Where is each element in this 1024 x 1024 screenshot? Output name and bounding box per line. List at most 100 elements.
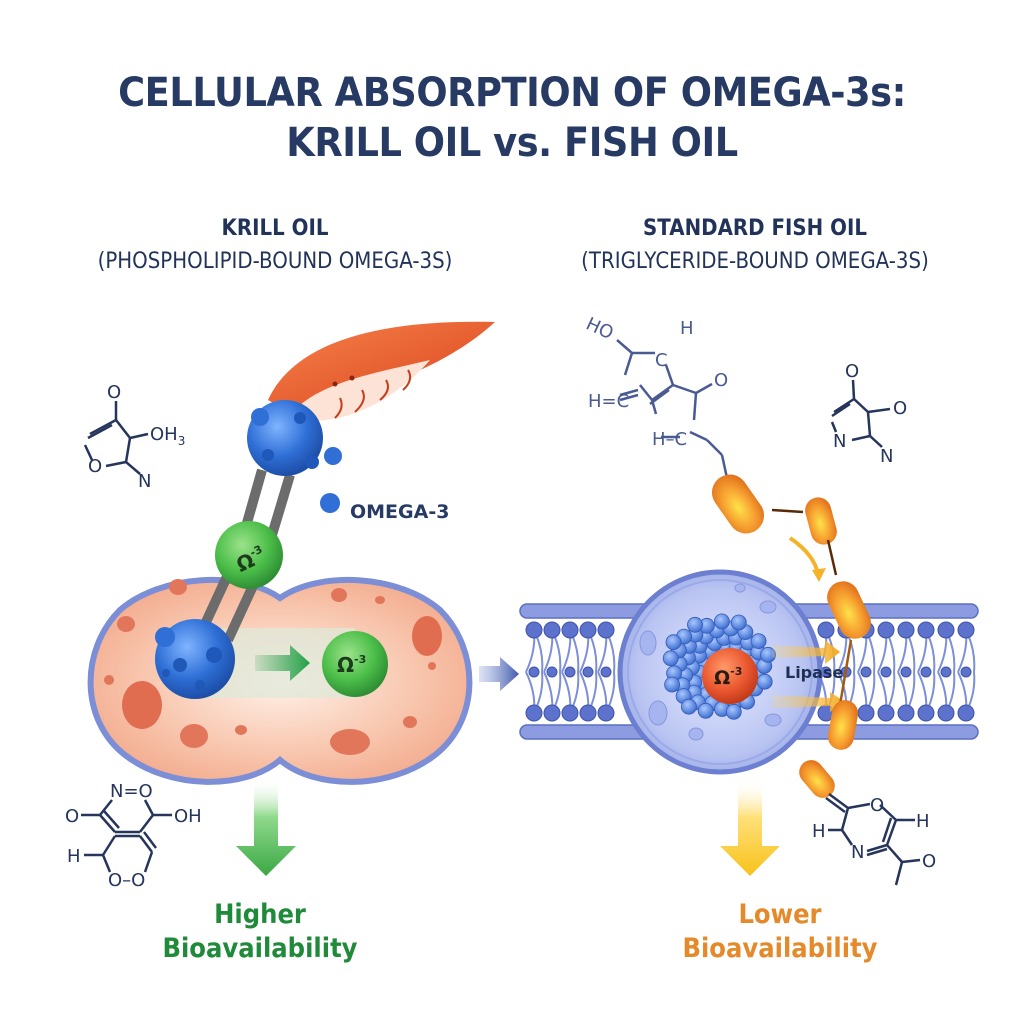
chem-right-top-c: C — [655, 350, 668, 371]
lipid-head — [957, 704, 975, 722]
krill-oil-heading: KRILL OIL — [221, 216, 329, 241]
micelle-vesicle: Ω-3 — [617, 569, 823, 775]
chem-structure-right-bottom — [825, 792, 921, 886]
lipase-arrow-lower-icon — [772, 692, 845, 712]
lipid-head — [561, 704, 579, 722]
intestinal-cell — [87, 576, 473, 785]
chem-left-top-o: O — [107, 382, 121, 403]
green-arrow-icon — [255, 645, 310, 681]
down-arrow-green-icon — [236, 778, 296, 876]
krill-oil-subheading: (PHOSPHOLIPID-BOUND OMEGA-3S) — [97, 249, 453, 274]
micelle-bead — [730, 614, 747, 631]
page-title-line-2: KRILL OIL vs. FISH OIL — [286, 120, 738, 166]
omega3-red-sphere — [702, 648, 758, 704]
lipid-head — [860, 666, 872, 678]
micelle-bead — [725, 703, 742, 720]
krill-icon — [268, 321, 495, 409]
lipid-head — [880, 666, 892, 678]
lipid-head — [960, 666, 972, 678]
chem-right-bottom-h-right: H — [916, 811, 930, 832]
lipid-head — [597, 704, 615, 722]
chem-right-bottom-o2: O — [922, 851, 936, 872]
lipid-head — [564, 666, 576, 678]
micelle-bead — [697, 702, 714, 719]
micelle-bead — [662, 650, 679, 667]
omega3-green-sphere — [215, 521, 283, 589]
transition-arrow-icon — [479, 657, 519, 691]
chem-left-top-n: N — [138, 471, 151, 492]
chem-structure-right-top — [616, 339, 729, 479]
lipid-head — [600, 666, 612, 678]
chem-right-top-ho: HO — [583, 313, 617, 344]
lipid-head — [917, 704, 935, 722]
chem-right-side-n2: N — [880, 446, 893, 467]
chem-left-top-oh: OH3 — [150, 424, 185, 448]
lipid-head — [897, 621, 915, 639]
chem-left-bottom-h: H — [67, 846, 81, 867]
chem-right-top-o: O — [714, 370, 728, 391]
micelle-bead — [681, 698, 697, 715]
lipid-head — [579, 704, 597, 722]
krill-oil-header: KRILL OIL (PHOSPHOLIPID-BOUND OMEGA-3S) — [64, 212, 487, 278]
lipase-arrow-upper-icon — [772, 640, 840, 664]
lipid-head — [937, 704, 955, 722]
chem-right-top-hc2: H–C — [652, 429, 687, 450]
chem-structure-right-side — [830, 379, 891, 448]
lipid-head — [817, 621, 835, 639]
chem-left-top-ring-o: O — [88, 456, 102, 477]
lipid-head — [857, 704, 875, 722]
fish-oil-header: STANDARD FISH OIL (TRIGLYCERIDE-BOUND OM… — [544, 212, 967, 278]
chem-left-bottom-o: O — [65, 806, 79, 827]
absorbed-omega3-sphere — [322, 631, 388, 697]
page-title-line-1: CELLULAR ABSORPTION OF OMEGA-3s: — [118, 70, 906, 116]
omega-3-label: OMEGA-3 — [350, 501, 449, 523]
lipid-head — [561, 621, 579, 639]
chem-right-bottom-n: N — [851, 842, 864, 863]
chem-right-bottom-h-left: H — [812, 821, 826, 842]
lipid-head — [582, 666, 594, 678]
result-right-line-1: Lower — [738, 899, 822, 930]
lower-bioavailability-label: Lower Bioavailability — [663, 898, 897, 966]
micelle-bead — [687, 616, 703, 633]
chem-structure-left-bottom — [81, 799, 172, 873]
lipid-head — [937, 621, 955, 639]
lipid-head — [525, 621, 543, 639]
micelle-bead — [750, 633, 767, 649]
chem-left-bottom-n-o: N=O — [110, 781, 153, 802]
result-left-line-1: Higher — [214, 899, 306, 930]
chem-right-bottom-o: O — [870, 795, 884, 816]
triglyceride-capsules — [711, 474, 871, 798]
lipid-head — [957, 621, 975, 639]
svg-text:Ω-3: Ω-3 — [337, 653, 366, 677]
lipid-head — [920, 666, 932, 678]
chem-right-side-n: N — [833, 431, 846, 452]
micelle-bead — [664, 676, 680, 693]
lipase-label: Lipase — [785, 663, 843, 682]
lipid-head — [897, 704, 915, 722]
chem-right-top-hc: H=C — [588, 391, 629, 412]
lipid-head — [543, 621, 561, 639]
lipid-head — [528, 666, 540, 678]
lipid-head — [543, 704, 561, 722]
svg-text:Ω-3: Ω-3 — [714, 665, 742, 689]
lipid-head — [877, 621, 895, 639]
fish-oil-subheading: (TRIGLYCERIDE-BOUND OMEGA-3S) — [581, 249, 929, 274]
chem-right-top-h: H — [680, 318, 694, 339]
chem-left-bottom-oh: OH — [174, 806, 202, 827]
micelle-bead — [714, 613, 730, 630]
phospholipid-omega3-molecule: OMEGA-3 Ω-3 Ω-3 — [155, 321, 495, 699]
lipid-head — [597, 621, 615, 639]
lipid-head — [917, 621, 935, 639]
chem-structure-left-top — [83, 401, 149, 475]
chem-right-side-o2: O — [893, 398, 907, 419]
micelle-bead — [665, 634, 682, 651]
lipid-head — [525, 704, 543, 722]
result-left-line-2: Bioavailability — [162, 933, 358, 964]
down-arrow-yellow-icon — [720, 778, 780, 876]
chem-right-side-o: O — [845, 361, 859, 382]
result-right-line-2: Bioavailability — [682, 933, 878, 964]
lipid-head — [877, 704, 895, 722]
lipid-head — [940, 666, 952, 678]
higher-bioavailability-label: Higher Bioavailability — [143, 898, 377, 966]
